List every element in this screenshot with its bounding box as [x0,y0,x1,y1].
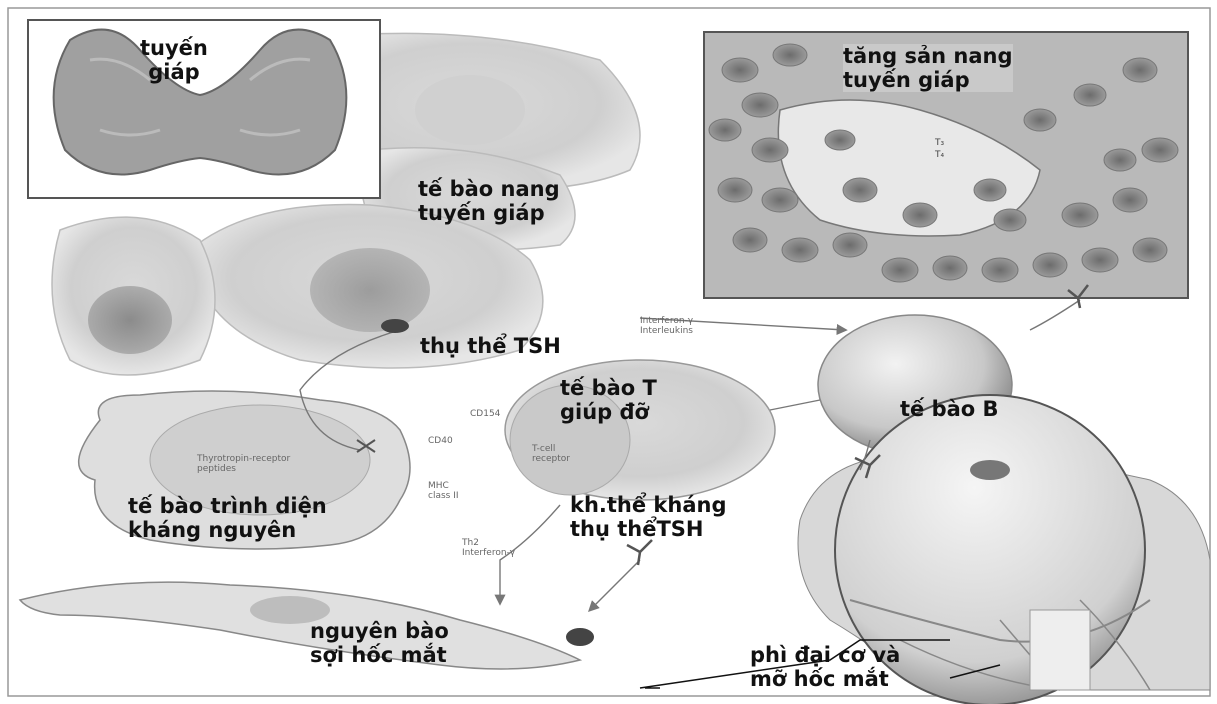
svg-text:T₃: T₃ [934,138,944,148]
label-tsh-receptor: thụ thể TSH [420,334,561,358]
fibroblast-receptor-icon [566,628,594,646]
tsh-receptor-icon [381,319,409,333]
label-b-cell: tế bào B [900,397,999,421]
small-label-cd154: CD154 [470,409,500,419]
small-label-cd40: CD40 [428,436,453,446]
svg-text:T₄: T₄ [934,150,944,160]
